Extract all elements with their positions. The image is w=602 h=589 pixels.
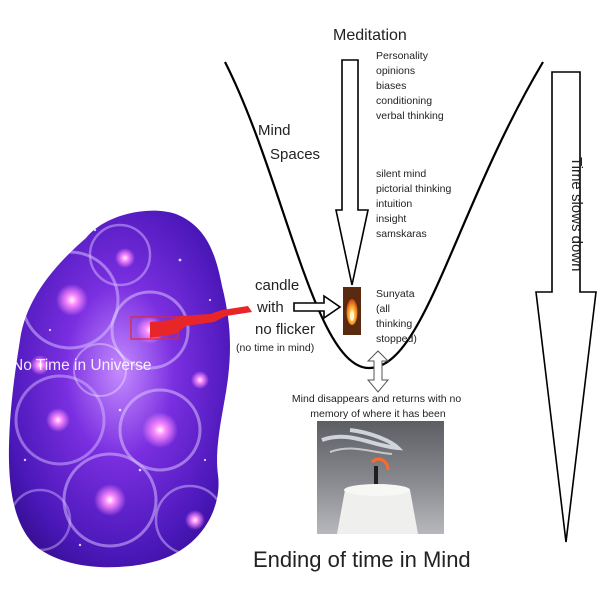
candle-pointer-arrow — [294, 296, 340, 318]
stage2-text: silent mind pictorial thinking intuition… — [376, 168, 454, 240]
meditation-descent-arrow — [336, 60, 368, 285]
extinguished-candle-photo — [317, 421, 444, 534]
candle-sublabel: (no time in mind) — [236, 342, 314, 354]
stage1-text: Personality opinions biases conditioning… — [376, 50, 444, 122]
mind-spaces-label: Mind Spaces — [258, 122, 320, 163]
bottom-caption: Ending of time in Mind — [253, 547, 471, 572]
universe-label: No Time in Universe — [12, 357, 152, 374]
mind-disappears-text: Mind disappears and returns with no memo… — [292, 393, 464, 420]
candle-icon — [343, 287, 361, 335]
universe-nebula-image — [0, 200, 240, 580]
time-slows-label: Time slows down — [568, 157, 585, 271]
diagram-title: Meditation — [333, 27, 407, 44]
stage3-text: Sunyata (all thinking stopped) — [376, 288, 417, 345]
time-slows-arrow — [536, 72, 596, 542]
return-double-arrow — [368, 351, 388, 392]
